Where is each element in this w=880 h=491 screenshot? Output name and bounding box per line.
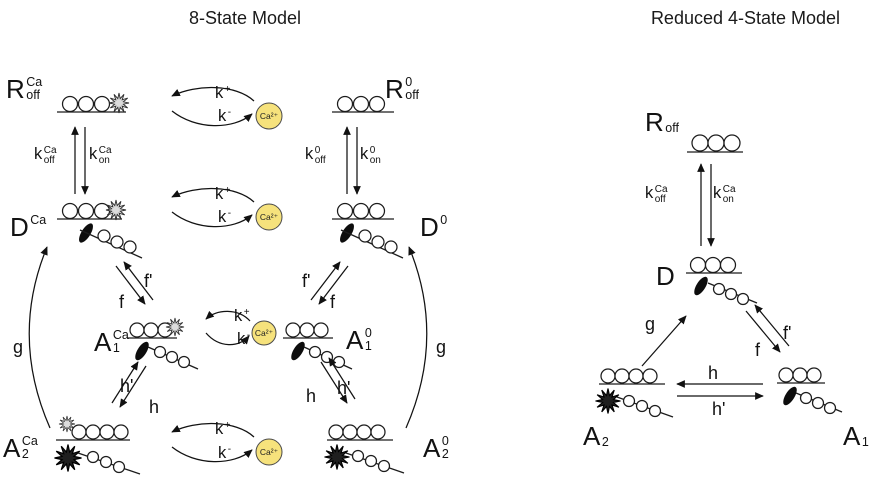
starburst-icon [594, 387, 622, 415]
arrow-k-offon-0 [343, 126, 361, 195]
starburst-icon [108, 92, 130, 114]
calcium-ion-label: Ca²⁺ [260, 111, 279, 121]
arrow-f-right [310, 261, 349, 305]
black-oval-icon [694, 276, 708, 296]
rate-label-g-right: g [436, 337, 447, 357]
molecule-roff-ca [57, 92, 130, 114]
rate-label-kminus-4: k - [218, 444, 232, 462]
calcium-ion-icon [255, 102, 283, 130]
starburst-icon [105, 199, 127, 221]
panel-title-8state: 8-State Model [188, 8, 302, 28]
arrow-h-left [111, 361, 147, 408]
starburst-icon [53, 443, 83, 473]
state-label-a2-4state: A 2 [583, 421, 609, 451]
arrow-k-offon-4state [697, 163, 715, 247]
molecule-d-0 [332, 202, 404, 259]
rate-label-f-4state: f [755, 340, 761, 360]
arrow-f-4state [745, 304, 790, 353]
calcium-ion-label: Ca²⁺ [260, 447, 279, 457]
arrow-h-4state [676, 380, 764, 400]
rate-label-g-left: g [13, 337, 24, 357]
black-oval-icon [783, 386, 797, 406]
rate-label-f-left: f [119, 292, 125, 312]
arrow-k-offon-ca [71, 126, 89, 195]
state-label-d-4state: D [656, 261, 675, 291]
rate-label-hprime-left: h' [120, 376, 134, 396]
molecule-a1-0 [283, 322, 353, 370]
state-label-a1-4state: A 1 [843, 421, 869, 451]
molecule-roff-4state [687, 134, 743, 153]
arrow-h-right [320, 357, 356, 404]
calcium-ion-icon [255, 438, 283, 466]
arrow-f-left [115, 261, 154, 305]
calcium-ion-icon [255, 203, 283, 231]
rate-label-h-right: h [306, 386, 317, 406]
starburst-icon [323, 443, 351, 471]
state-label-roff-4state: R off [645, 107, 679, 137]
molecule-d-ca [57, 199, 143, 259]
rate-label-kplus-2: k + [215, 185, 231, 203]
state-label-d-ca: D Ca [10, 212, 47, 242]
molecule-a2-0 [323, 424, 405, 474]
rate-label-fprime-left: f' [144, 271, 153, 291]
rate-label-kplus-3: k + [234, 307, 250, 325]
rate-label-kplus-1: k + [215, 84, 231, 102]
calcium-exchange-2: Ca²⁺ [171, 188, 283, 231]
molecule-roff-0 [332, 95, 394, 113]
rate-label-kminus-1: k - [218, 107, 232, 125]
rate-label-kplus-4: k + [215, 420, 231, 438]
rate-label-kminus-3: k - [237, 330, 251, 348]
rate-label-fprime-right: f' [302, 271, 311, 291]
rate-label-g-4state: g [645, 314, 656, 334]
rate-label-f-right: f [330, 292, 336, 312]
calcium-exchange-1: Ca²⁺ [171, 87, 283, 130]
calcium-ion-label: Ca²⁺ [260, 212, 279, 222]
rate-label-h-4state: h [708, 363, 719, 383]
arrow-g-right [405, 246, 428, 429]
black-oval-icon [291, 341, 305, 361]
calcium-ion-icon [251, 320, 277, 346]
rate-label-hprime-right: h' [337, 378, 351, 398]
molecule-d-4state [686, 256, 758, 306]
state-label-d-0: D 0 [420, 212, 448, 242]
calcium-exchange-4: Ca²⁺ [171, 423, 283, 466]
rate-label-kminus-2: k - [218, 208, 232, 226]
molecule-a2-4state [594, 368, 674, 418]
black-oval-icon [135, 341, 149, 361]
calcium-exchange-3: Ca²⁺ [205, 310, 277, 346]
rate-label-fprime-4state: f' [783, 323, 792, 343]
molecule-a2-ca [53, 415, 141, 475]
molecule-a1-ca [127, 317, 199, 370]
panel-title-4state: Reduced 4-State Model [650, 8, 841, 28]
arrow-g-4state [641, 315, 687, 367]
rate-label-h-left: h [149, 397, 160, 417]
arrow-g-left [28, 246, 51, 429]
molecule-a1-4state [777, 367, 843, 415]
calcium-ion-label: Ca²⁺ [255, 328, 274, 338]
rate-label-hprime-4state: h' [712, 399, 726, 419]
